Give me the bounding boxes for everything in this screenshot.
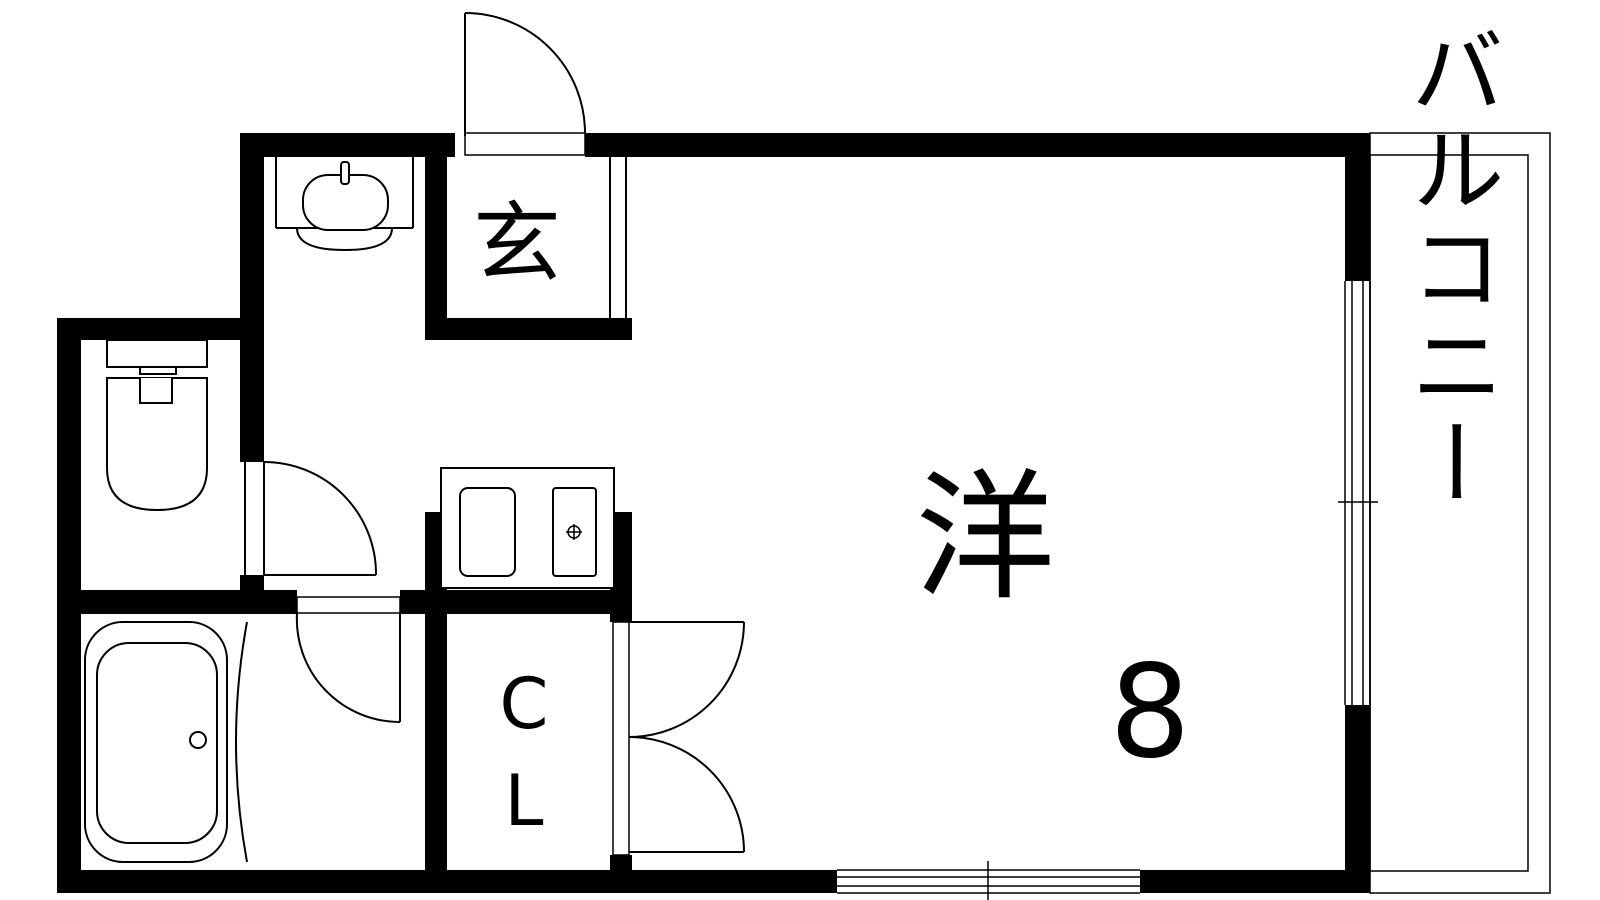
label-western-room: 洋	[915, 457, 1055, 620]
genkan-opening	[609, 157, 627, 318]
bathtub-icon	[84, 621, 248, 863]
washbasin-icon	[275, 157, 414, 252]
label-entrance: 玄	[473, 192, 561, 295]
bottom-window	[837, 861, 1140, 900]
toilet-icon	[106, 339, 208, 512]
kitchen-counter	[440, 467, 615, 589]
closet-doors	[612, 621, 745, 856]
label-western-room-size: 8	[1109, 638, 1190, 787]
label-balcony: バルコニー	[1395, 23, 1504, 513]
stove-icon	[566, 524, 582, 540]
wc-door	[244, 461, 378, 576]
entrance-door	[464, 12, 586, 156]
walls	[57, 133, 1370, 893]
label-closet-c: C	[500, 663, 549, 745]
balcony-window	[1338, 281, 1378, 705]
label-closet-l: L	[505, 760, 544, 842]
bath-door	[295, 596, 401, 724]
balcony	[1369, 132, 1551, 894]
